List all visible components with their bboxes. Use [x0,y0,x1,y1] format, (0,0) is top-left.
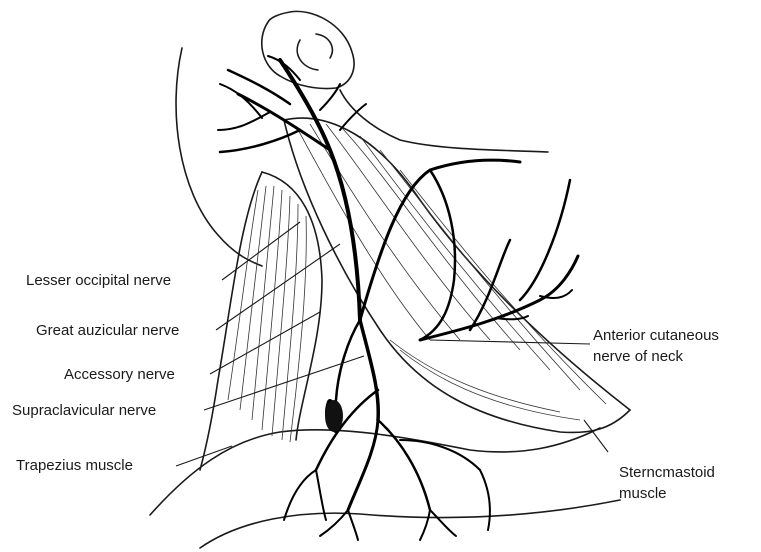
label-great-auricular-nerve: Great auzicular nerve [36,321,179,340]
body-outline [150,11,620,548]
label-supraclavicular-nerve: Supraclavicular nerve [12,401,156,420]
label-sternomastoid-line1: Sterncmastoid [619,463,715,482]
label-accessory-nerve: Accessory nerve [64,365,175,384]
label-sternomastoid-line2: muscle [619,484,667,503]
label-anterior-cutaneous-line2: nerve of neck [593,347,683,366]
label-lesser-occipital-nerve: Lesser occipital nerve [26,271,171,290]
label-trapezius-muscle: Trapezius muscle [16,456,133,475]
label-anterior-cutaneous-line1: Anterior cutaneous [593,326,719,345]
